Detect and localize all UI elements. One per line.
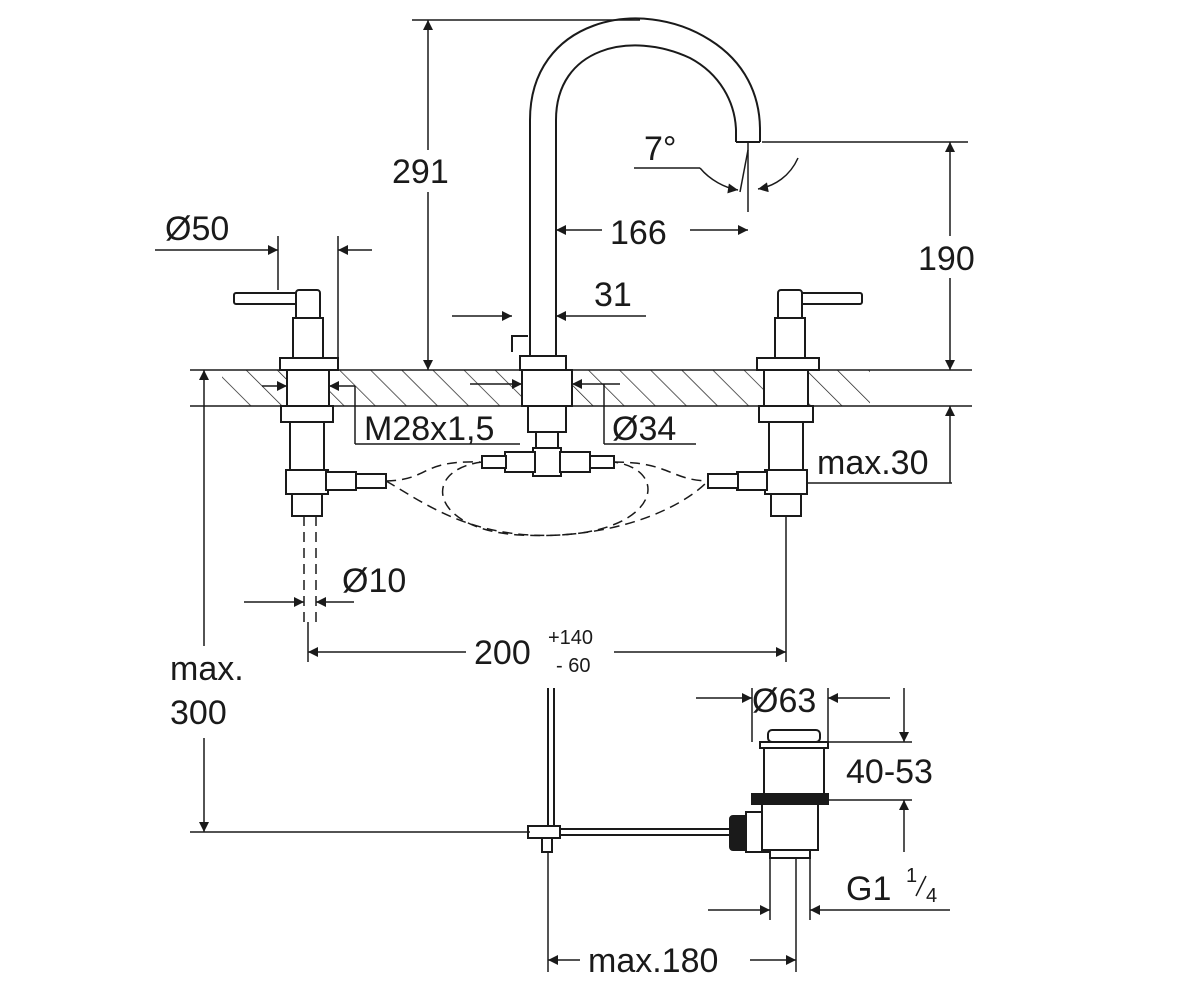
left-valve-body <box>280 369 387 517</box>
dim-190-label: 190 <box>918 240 975 278</box>
dim-handle-diameter: Ø50 <box>155 210 372 358</box>
dim-max180-label: max.180 <box>588 942 718 980</box>
dim-31-label: 31 <box>594 276 632 314</box>
dim-200-tol-plus: +140 <box>548 627 593 649</box>
left-handle <box>233 289 339 371</box>
spout <box>511 17 761 371</box>
dim-drain-thread: G1 1 4 <box>708 858 950 920</box>
dim-g1-frac-den: 4 <box>926 885 937 907</box>
dim-g1-label: G1 <box>846 870 891 908</box>
dim-reach-166: 166 <box>556 214 748 252</box>
dim-4053-label: 40-53 <box>846 753 933 791</box>
dim-thread: M28x1,5 <box>262 381 520 448</box>
dim-50-label: Ø50 <box>165 210 229 248</box>
dim-291-label: 291 <box>392 153 449 191</box>
dim-200-tol-minus: - 60 <box>556 655 590 677</box>
dim-max-180: max.180 <box>547 852 797 980</box>
dim-spout-base-31: 31 <box>452 276 646 321</box>
dim-max30-label: max.30 <box>817 444 929 482</box>
dim-166-label: 166 <box>610 214 667 252</box>
dim-max-300: max. 300 <box>166 370 530 833</box>
right-valve-body <box>707 369 814 517</box>
dim-height-291: 291 <box>388 19 640 370</box>
dim-height-190: 190 <box>762 141 988 370</box>
dim-34-label: Ø34 <box>612 410 676 448</box>
dim-m28-label: M28x1,5 <box>364 410 494 448</box>
dim-angle-7: 7° <box>634 130 799 212</box>
center-connector <box>481 369 615 477</box>
drain-assembly <box>527 688 829 859</box>
dim-hose-diameter: Ø10 <box>244 562 406 607</box>
dim-spacing-200: 200 +140 - 60 <box>307 516 787 677</box>
dim-7deg-label: 7° <box>644 130 677 168</box>
dim-63-label: Ø63 <box>752 682 816 720</box>
dim-drain-range: 40-53 <box>822 688 933 852</box>
dim-drain-diameter: Ø63 <box>696 682 890 742</box>
dim-200-label: 200 <box>474 634 531 672</box>
dim-10-label: Ø10 <box>342 562 406 600</box>
right-handle <box>756 289 863 371</box>
dim-hole-diameter: Ø34 <box>470 379 696 448</box>
dim-g1-frac-num: 1 <box>906 865 917 887</box>
dim-max300-line1: max. <box>170 650 244 688</box>
dim-max-30: max.30 <box>806 406 955 484</box>
dim-max300-line2: 300 <box>170 694 227 732</box>
